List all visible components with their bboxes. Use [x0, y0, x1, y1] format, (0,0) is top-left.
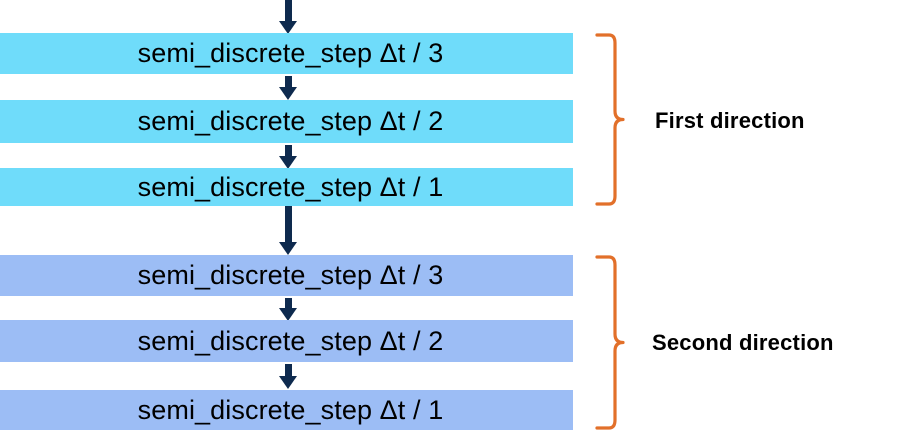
arrow-shaft [285, 364, 292, 377]
step-bar-first-3[interactable]: semi_discrete_step Δt / 1 [0, 168, 573, 206]
arrow-head [279, 21, 297, 34]
step-bar-label: semi_discrete_step Δt / 2 [137, 325, 444, 356]
step-bar-first-1[interactable]: semi_discrete_step Δt / 3 [0, 33, 573, 74]
curly-brace-icon-second-direction [595, 255, 625, 430]
arrow-head [279, 308, 297, 321]
arrow-shaft [285, 145, 292, 157]
arrow-shaft [285, 0, 292, 22]
step-bar-label: semi_discrete_step Δt / 3 [137, 38, 444, 68]
arrow-head [279, 376, 297, 389]
step-bar-second-3[interactable]: semi_discrete_step Δt / 1 [0, 390, 573, 430]
step-bar-second-1[interactable]: semi_discrete_step Δt / 3 [0, 255, 573, 296]
arrow-shaft [285, 298, 292, 309]
step-bar-label: semi_discrete_step Δt / 1 [137, 394, 444, 425]
arrow-head [279, 242, 297, 255]
curly-brace-icon-first-direction [595, 33, 625, 206]
arrow-shaft [285, 206, 292, 243]
step-bar-label: semi_discrete_step Δt / 3 [137, 260, 444, 290]
arrow-head [279, 87, 297, 100]
group-label-second-direction: Second direction [652, 330, 834, 355]
group-label-first-direction: First direction [655, 108, 805, 133]
arrow-head [279, 156, 297, 169]
step-bar-label: semi_discrete_step Δt / 1 [137, 171, 444, 202]
arrow-shaft [285, 76, 292, 88]
step-bar-label: semi_discrete_step Δt / 2 [137, 106, 444, 136]
step-bar-first-2[interactable]: semi_discrete_step Δt / 2 [0, 100, 573, 143]
step-bar-second-2[interactable]: semi_discrete_step Δt / 2 [0, 320, 573, 362]
